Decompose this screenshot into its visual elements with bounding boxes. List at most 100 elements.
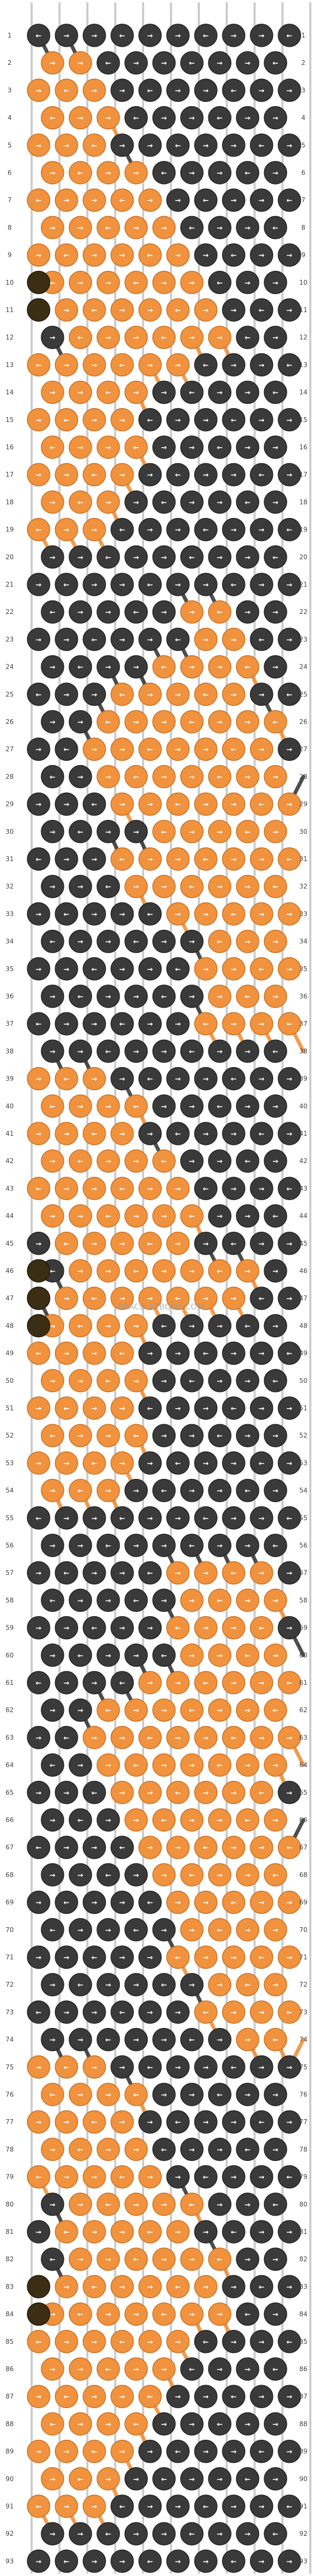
knot-dark: →	[110, 627, 134, 652]
row-number-right: 45	[299, 1240, 307, 1247]
knot-arrow-icon: ←	[147, 1240, 153, 1248]
knot-dark: ←	[264, 545, 287, 569]
knot-dark: →	[27, 1781, 50, 1804]
knot-orange: →	[110, 1396, 134, 1420]
knot-arrow-icon: →	[147, 2448, 153, 2456]
knot-arrow-icon: ←	[245, 1158, 251, 1166]
knot-arrow-icon: ←	[120, 2174, 125, 2182]
knot-dark: ←	[222, 1232, 245, 1255]
knot-dark: →	[180, 1424, 204, 1447]
knot-arrow-icon: ←	[273, 1871, 279, 1879]
knot-arrow-icon: →	[78, 2091, 84, 2099]
knot-arrow-icon: →	[64, 1844, 70, 1852]
knot-arrow-icon: →	[36, 1460, 42, 1468]
knot-arrow-icon: ←	[175, 142, 181, 150]
knot-dark: →	[124, 655, 148, 679]
knot-dark: ←	[278, 2165, 301, 2189]
knot-arrow-icon: →	[133, 993, 139, 1001]
knot-dark: →	[110, 1945, 134, 1969]
knot-arrow-icon: ←	[78, 993, 84, 1001]
knot-arrow-icon: →	[287, 2229, 293, 2237]
knot-orange: →	[138, 847, 162, 871]
knot-dark: →	[152, 2027, 176, 2052]
knot-arrow-icon: →	[231, 1844, 237, 1852]
knot-arrow-icon: ←	[217, 2420, 223, 2429]
knot-arrow-icon: →	[273, 773, 279, 781]
knot-orange: →	[96, 490, 120, 514]
knot-dark: →	[208, 490, 232, 514]
knot-orange: ←	[208, 2247, 232, 2271]
knot-orange: →	[222, 792, 245, 816]
knot-arrow-icon: →	[203, 2064, 209, 2072]
knot-dark: →	[278, 1451, 301, 1475]
knot-arrow-icon: →	[203, 636, 209, 644]
knot-arrow-icon: →	[259, 1844, 265, 1852]
knot-arrow-icon: →	[259, 32, 265, 40]
knot-arrow-icon: ←	[120, 2009, 125, 2017]
knot-arrow-icon: →	[287, 2558, 293, 2566]
knot-arrow-icon: →	[120, 307, 125, 315]
knot-dark: ←	[55, 1726, 78, 1750]
knot-arrow-icon: ←	[231, 2064, 237, 2072]
knot-arrow-icon: →	[147, 1185, 153, 1193]
knot-arrow-icon: →	[231, 1515, 237, 1523]
knot-dark: ←	[180, 1534, 204, 1557]
row-number-left: 51	[5, 1404, 13, 1412]
knot-arrow-icon: →	[245, 2366, 251, 2374]
knot-arrow-icon: →	[106, 664, 111, 672]
knot-orange: →	[124, 2357, 148, 2381]
row-number-right: 85	[299, 2338, 307, 2345]
knot-arrow-icon: →	[64, 691, 70, 699]
knot-dark: →	[180, 1314, 204, 1338]
knot-arrow-icon: ←	[203, 527, 209, 535]
knot-orange: →	[27, 408, 50, 432]
knot-arrow-icon: ←	[120, 856, 125, 864]
knot-arrow-icon: →	[161, 1103, 167, 1111]
knot-orange: →	[55, 1451, 78, 1475]
knot-arrow-icon: ←	[106, 1542, 111, 1550]
knot-orange: →	[110, 792, 134, 816]
knot-dark: ←	[41, 1588, 64, 1612]
knot-dark: ←	[110, 1835, 134, 1859]
knot-orange: ←	[124, 1753, 148, 1777]
knot-dark: →	[55, 627, 78, 652]
knot-orange: →	[96, 106, 120, 130]
knot-arrow-icon: →	[189, 609, 195, 617]
knot-dark: →	[208, 161, 232, 184]
knot-arrow-icon: ←	[161, 828, 167, 837]
knot-arrow-icon: →	[287, 1240, 293, 1248]
knot-arrow-icon: →	[147, 2009, 153, 2017]
knot-dark: →	[166, 2055, 190, 2079]
knot-arrow-icon: →	[106, 1487, 111, 1496]
knot-dark: →	[278, 1781, 301, 1804]
knot-arrow-icon: →	[273, 993, 279, 1001]
knot-dark: →	[166, 2385, 190, 2408]
row-number-left: 60	[5, 1652, 13, 1659]
knot-arrow-icon: →	[259, 581, 265, 589]
knot-dark: →	[264, 1314, 287, 1338]
knot-arrow-icon: ←	[36, 691, 42, 699]
knot-arrow-icon: ←	[120, 1185, 125, 1193]
row-number-left: 35	[5, 965, 13, 973]
knot-dark: →	[208, 2522, 232, 2545]
knot-orange: →	[27, 78, 50, 102]
knot-arrow-icon: →	[161, 1542, 167, 1550]
knot-arrow-icon: ←	[175, 307, 181, 315]
knot-dark: →	[166, 24, 190, 47]
knot-dark: →	[27, 2549, 50, 2573]
knot-arrow-icon: →	[231, 307, 237, 315]
knot-arrow-icon: →	[161, 279, 167, 287]
knot-dark: →	[194, 408, 218, 432]
knot-arrow-icon: ←	[133, 938, 139, 946]
knot-dark: →	[138, 2494, 162, 2518]
knot-arrow-icon: →	[287, 252, 293, 260]
knot-arrow-icon: →	[203, 1570, 209, 1578]
knot-orange: ←	[250, 1616, 273, 1640]
knot-arrow-icon: →	[273, 169, 279, 177]
knot-orange: →	[194, 1286, 218, 1310]
knot-dark: →	[208, 2193, 232, 2216]
knot-arrow-icon: ←	[78, 1158, 84, 1166]
knot-orange: →	[96, 2412, 120, 2436]
knot-orange: →	[180, 600, 204, 624]
knot-orange: →	[83, 1176, 106, 1201]
